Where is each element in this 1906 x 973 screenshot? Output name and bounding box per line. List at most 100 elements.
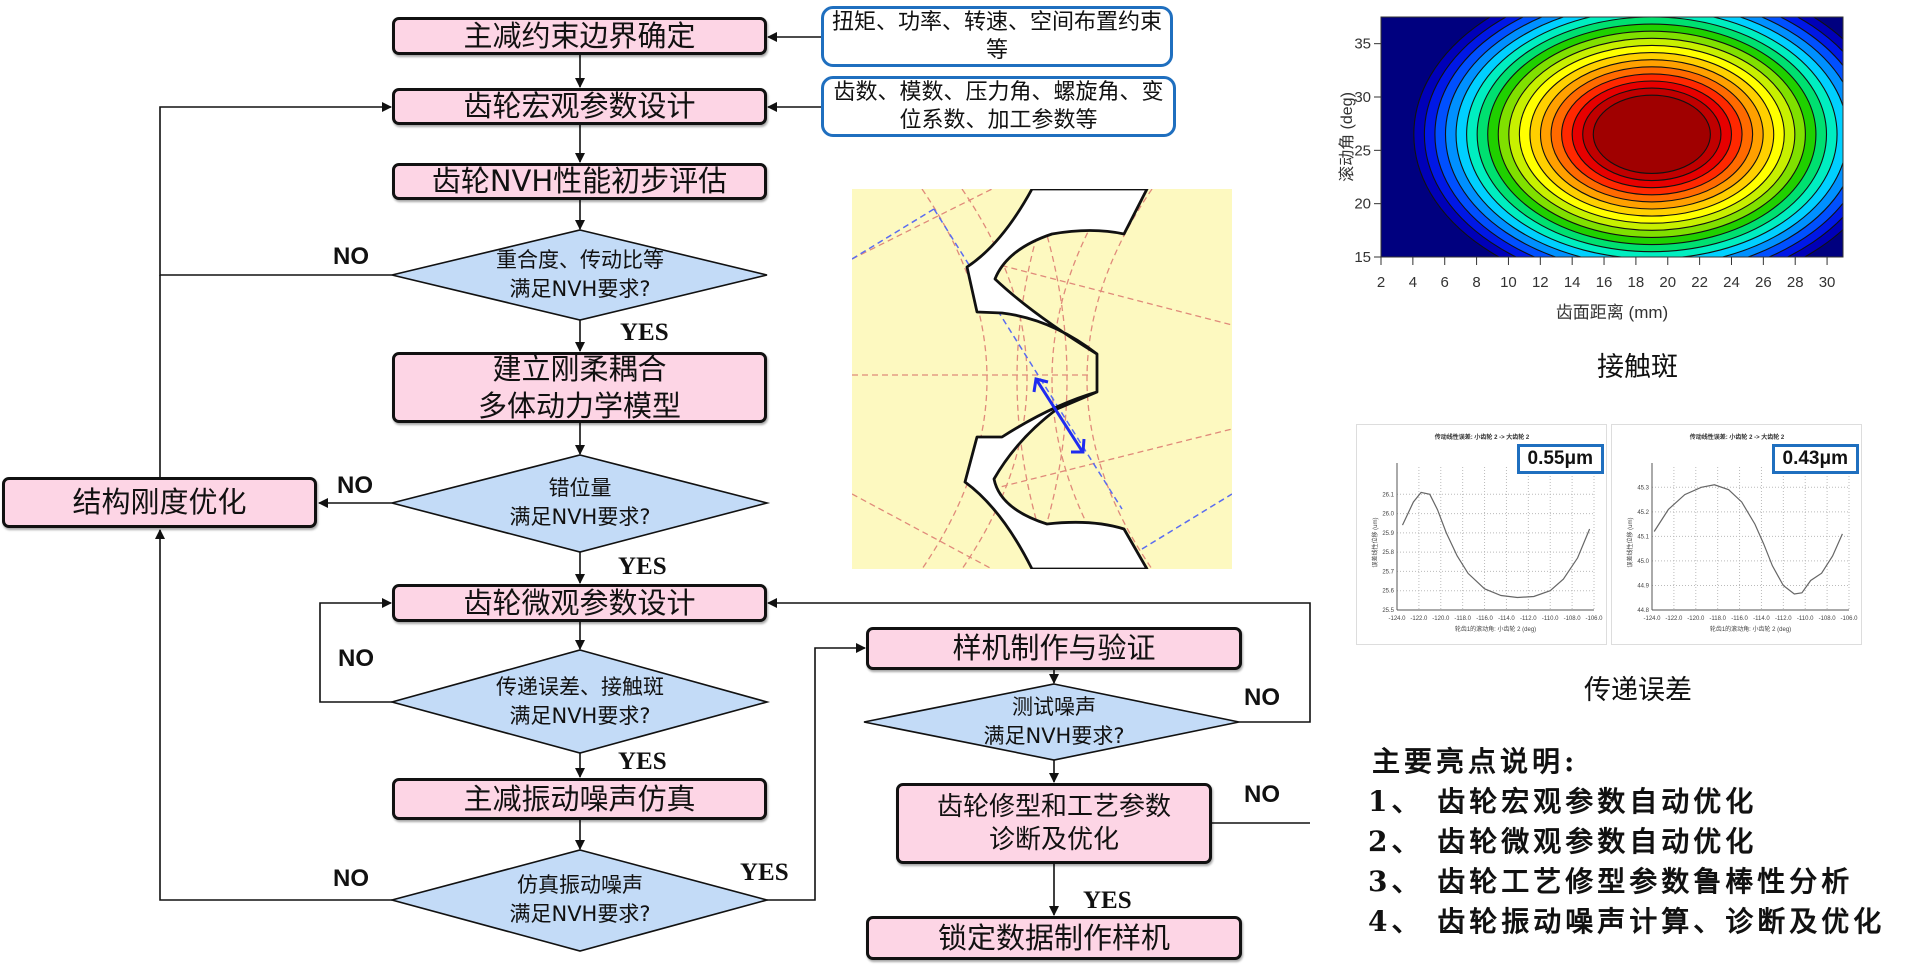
contact-xtick-label: 2	[1377, 274, 1385, 291]
te-xtick-label: -122.0	[1410, 616, 1428, 622]
te-xtick-label: -108.0	[1819, 616, 1837, 622]
te-ytick-label: 44.9	[1637, 583, 1649, 589]
box-mbd-label: 建立刚柔耦合多体动力学模型	[478, 351, 681, 424]
no-label-6: NO	[1244, 781, 1280, 808]
te-ytick-label: 25.6	[1382, 589, 1394, 595]
te-xtick-label: -120.0	[1432, 616, 1450, 622]
box-macro-label: 齿轮宏观参数设计	[463, 89, 696, 124]
te-ytick-label: 45.1	[1637, 534, 1649, 540]
te-xtick-label: -118.0	[1709, 616, 1726, 622]
contact-xtick-label: 28	[1787, 274, 1804, 291]
contact-xtick-label: 8	[1472, 274, 1480, 291]
diamond-1-text: 重合度、传动比等满足NVH要求?	[430, 246, 730, 305]
contact-caption: 接触斑	[1597, 352, 1678, 383]
box-prototype-validation: 样机制作与验证	[866, 627, 1242, 670]
contact-xtick-label: 22	[1691, 274, 1708, 291]
yes-label-1: YES	[620, 319, 669, 346]
box-modify-label: 齿轮修型和工艺参数诊断及优化	[937, 791, 1171, 856]
diamond-2-text: 错位量满足NVH要求?	[430, 474, 730, 533]
note-constraints-text: 扭矩、功率、转速、空间布置约束等	[832, 10, 1163, 63]
te-curve	[1653, 484, 1843, 595]
highlight-item-1: 1、 齿轮宏观参数自动优化	[1368, 785, 1758, 818]
box-mbd-model: 建立刚柔耦合多体动力学模型	[392, 352, 767, 423]
box-constraints: 主减约束边界确定	[392, 17, 767, 55]
box-nv-simulation: 主减振动噪声仿真	[392, 778, 767, 820]
te-ytick-label: 25.9	[1382, 531, 1394, 537]
contact-xtick-label: 10	[1500, 274, 1517, 291]
note-macro-params: 齿数、模数、压力角、螺旋角、变位系数、加工参数等	[821, 76, 1176, 137]
contact-xtick-label: 14	[1564, 274, 1581, 291]
no-label-3: NO	[338, 645, 374, 672]
diamond-4-line1: 仿真振动噪声	[517, 873, 643, 897]
contact-ytick-label: 30	[1354, 89, 1371, 106]
decision-diamond-4	[388, 849, 771, 952]
box-mbd-line1: 建立刚柔耦合	[492, 352, 667, 387]
te-ytick-label: 44.8	[1637, 608, 1649, 614]
te-xtick-label: -106.0	[1840, 616, 1858, 622]
box-modify-line2: 诊断及优化	[988, 824, 1119, 855]
box-prototype-label: 样机制作与验证	[952, 631, 1156, 666]
te-xtick-label: -124.0	[1643, 616, 1661, 622]
diamond-5-line1: 测试噪声	[1012, 695, 1096, 719]
box-nvh-eval: 齿轮NVH性能初步评估	[392, 163, 767, 200]
decision-diamond-1	[391, 229, 768, 321]
te-xtick-label: -110.0	[1797, 616, 1814, 622]
te-xtick-label: -118.0	[1454, 616, 1471, 622]
contact-xtick-label: 12	[1532, 274, 1549, 291]
yes-label-5: YES	[1083, 887, 1132, 914]
te-ytick-label: 25.5	[1382, 608, 1394, 614]
contact-ytick-label: 20	[1354, 196, 1371, 213]
te-xtick-label: -108.0	[1564, 616, 1582, 622]
highlight-item-4: 4、 齿轮振动噪声计算、诊断及优化	[1368, 905, 1886, 938]
te-ytick-label: 45.3	[1637, 485, 1649, 491]
te-value-1: 0.55μm	[1516, 444, 1604, 474]
contact-level-18	[1592, 94, 1711, 174]
decision-diamond-2	[391, 454, 771, 553]
contact-xtick-label: 18	[1628, 274, 1645, 291]
te-xtick-label: -116.0	[1476, 616, 1493, 622]
te-caption: 传递误差	[1584, 675, 1692, 706]
te-chart-title: 传动线性误差: 小齿轮 2 -> 大齿轮 2	[1689, 433, 1785, 441]
diamond-3-line1: 传递误差、接触斑	[496, 675, 664, 699]
diamond-1-line1: 重合度、传动比等	[496, 248, 664, 272]
contact-xtick-label: 6	[1441, 274, 1449, 291]
te-ytick-label: 26.0	[1382, 512, 1394, 518]
contact-xlabel: 齿面距离 (mm)	[1556, 303, 1668, 322]
te-chart-2-svg: 传动线性误差: 小齿轮 2 -> 大齿轮 2 -124.0 -122.0 -120.0…	[1626, 433, 1858, 633]
no-label-1: NO	[333, 243, 369, 270]
diamond-1-line2: 满足NVH要求?	[509, 277, 651, 302]
diamond-3-text: 传递误差、接触斑满足NVH要求?	[430, 673, 730, 732]
box-modification-opt: 齿轮修型和工艺参数诊断及优化	[896, 783, 1212, 864]
contact-xtick-label: 30	[1819, 274, 1836, 291]
te-chart-1-svg: 传动线性误差: 小齿轮 2 -> 大齿轮 2-124.0-122.0-120.0…	[1371, 433, 1603, 633]
contact-ytick-label: 25	[1354, 142, 1371, 159]
te-xtick-label: -112.0	[1520, 616, 1537, 622]
te-ytick-label: 45.2	[1637, 510, 1649, 516]
te-xtick-label: -122.0	[1665, 616, 1683, 622]
box-micro-design: 齿轮微观参数设计	[392, 584, 767, 622]
yes-label-3: YES	[618, 748, 667, 775]
te-curve	[1401, 491, 1591, 599]
te-ytick-label: 26.1	[1382, 492, 1394, 498]
te-ytick-label: 25.7	[1382, 569, 1394, 575]
te-xlabel: 轮齿1的滚动角: 小齿轮 2 (deg)	[1455, 625, 1536, 633]
te-ylabel: 误差线性位移 (um)	[1371, 517, 1379, 567]
diamond-5-line2: 满足NVH要求?	[983, 724, 1125, 749]
diamond-2-line1: 错位量	[548, 476, 612, 500]
diamond-5-text: 测试噪声满足NVH要求?	[904, 693, 1204, 752]
decision-diamond-3	[388, 649, 771, 754]
te-xtick-label: -120.0	[1687, 616, 1705, 622]
te-ylabel: 误差线性位移 (um)	[1626, 517, 1634, 567]
te-xtick-label: -124.0	[1388, 616, 1406, 622]
box-lock-data: 锁定数据制作样机	[866, 916, 1242, 960]
no-label-2: NO	[337, 472, 373, 499]
box-stiffness-label: 结构刚度优化	[72, 485, 247, 520]
highlight-item-2: 2、 齿轮微观参数自动优化	[1368, 825, 1758, 858]
diamond-4-text: 仿真振动噪声满足NVH要求?	[430, 871, 730, 930]
no-label-4: NO	[333, 865, 369, 892]
contact-ylabel: 滚动角 (deg)	[1338, 92, 1356, 182]
box-lock-label: 锁定数据制作样机	[937, 920, 1170, 955]
contact-xtick-label: 16	[1596, 274, 1613, 291]
